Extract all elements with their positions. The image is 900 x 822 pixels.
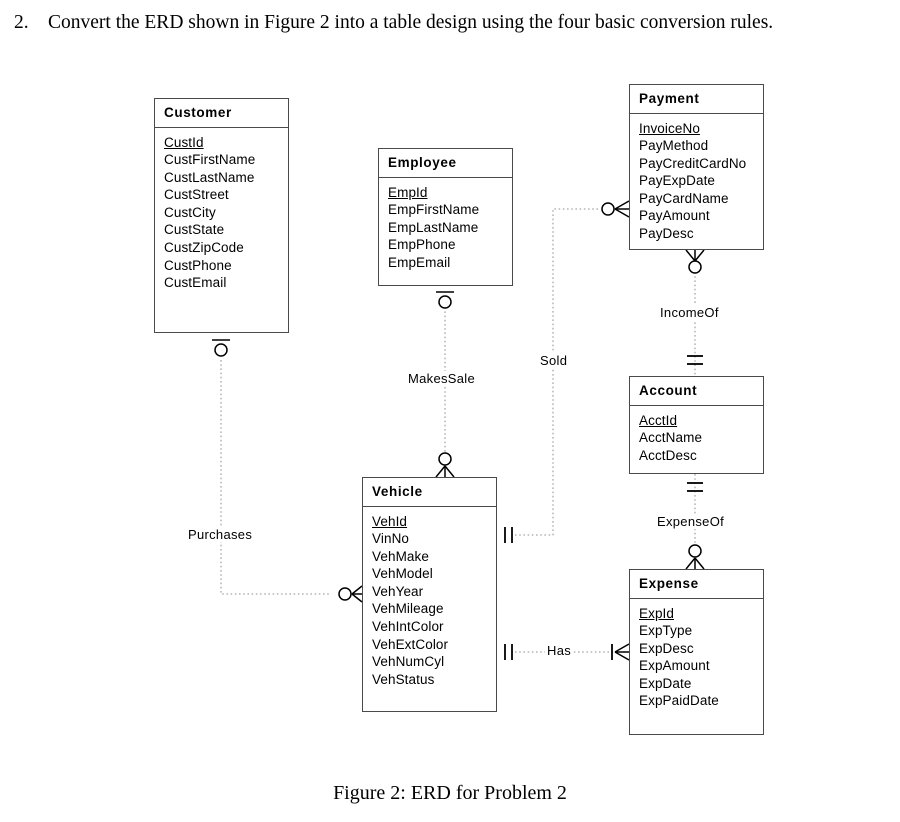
attribute-expense-5: ExpPaidDate [639, 693, 719, 709]
entity-title-expense: Expense [630, 570, 763, 599]
relationship-label-purchases: Purchases [186, 527, 255, 542]
attribute-vehicle-4: VehYear [372, 583, 424, 599]
relationship-label-has: Has [545, 643, 574, 658]
attribute-customer-3: CustStreet [164, 187, 229, 203]
entity-title-vehicle: Vehicle [363, 478, 496, 507]
crows-foot-payment-sold [614, 200, 630, 218]
primary-key-attribute-expense-0: ExpId [639, 605, 675, 621]
figure-caption: Figure 2: ERD for Problem 2 [333, 782, 567, 804]
attribute-payment-2: PayCreditCardNo [639, 155, 747, 171]
attribute-vehicle-1: VinNo [372, 531, 410, 547]
crows-foot-payment-incomeof [685, 249, 705, 262]
attribute-employee-2: EmpLastName [388, 219, 479, 235]
relationship-line-sold [504, 200, 630, 543]
attribute-customer-6: CustZipCode [164, 240, 244, 256]
attribute-payment-4: PayCardName [639, 190, 729, 206]
attribute-vehicle-7: VehExtColor [372, 636, 449, 652]
cardinality-double-bar-account-incomeof [687, 355, 703, 365]
primary-key-attribute-employee-0: EmpId [388, 184, 428, 200]
relationship-label-expenseof: ExpenseOf [655, 514, 727, 529]
attribute-payment-1: PayMethod [639, 138, 709, 154]
attribute-customer-8: CustEmail [164, 275, 227, 291]
primary-key-attribute-customer-0: CustId [164, 134, 204, 150]
crows-foot-expense-expenseof [685, 557, 705, 570]
cardinality-circle-vehicle-purchases [338, 587, 352, 601]
relationship-label-incomeof: IncomeOf [658, 305, 721, 320]
attribute-vehicle-6: VehIntColor [372, 619, 444, 635]
attribute-account-2: AcctDesc [639, 447, 697, 463]
attribute-vehicle-9: VehStatus [372, 671, 435, 687]
entity-title-employee: Employee [379, 149, 512, 178]
attribute-payment-3: PayExpDate [639, 173, 716, 189]
crows-foot-vehicle-purchases [351, 585, 363, 603]
cardinality-circle-employee-makessale [438, 295, 452, 309]
cardinality-double-bar-vehicle-has [504, 644, 513, 660]
cardinality-double-bar-account-expenseof [687, 482, 703, 492]
question-text: Convert the ERD shown in Figure 2 into a… [48, 12, 774, 33]
cardinality-circle-expense-expenseof [688, 544, 702, 558]
attribute-vehicle-5: VehMileage [372, 601, 444, 617]
attribute-employee-1: EmpFirstName [388, 202, 480, 218]
attribute-account-1: AcctName [639, 430, 703, 446]
cardinality-circle-vehicle-makessale [438, 452, 452, 466]
entity-title-payment: Payment [630, 85, 763, 114]
primary-key-attribute-account-0: AcctId [639, 412, 678, 428]
attribute-employee-3: EmpPhone [388, 237, 456, 253]
primary-key-attribute-vehicle-0: VehId [372, 513, 408, 529]
attribute-vehicle-8: VehNumCyl [372, 654, 445, 670]
attribute-vehicle-2: VehMake [372, 548, 429, 564]
primary-key-attribute-payment-0: InvoiceNo [639, 120, 700, 136]
crows-foot-vehicle-makessale [435, 465, 455, 478]
question-number: 2. [14, 12, 29, 33]
attribute-expense-2: ExpDesc [639, 640, 694, 656]
entity-title-customer: Customer [155, 99, 288, 128]
crows-foot-expense-has [614, 643, 630, 661]
relationship-label-sold: Sold [538, 353, 570, 368]
attribute-customer-4: CustCity [164, 204, 216, 220]
attribute-expense-1: ExpType [639, 623, 693, 639]
attribute-employee-4: EmpEmail [388, 254, 451, 270]
attribute-customer-2: CustLastName [164, 169, 255, 185]
attribute-expense-3: ExpAmount [639, 658, 710, 674]
attribute-customer-5: CustState [164, 222, 225, 238]
attribute-customer-7: CustPhone [164, 257, 232, 273]
cardinality-circle-payment-incomeof [688, 260, 702, 274]
attribute-customer-1: CustFirstName [164, 152, 256, 168]
cardinality-circle-customer-purchases [214, 343, 228, 357]
entity-title-account: Account [630, 377, 763, 406]
relationship-line-purchases [212, 339, 363, 603]
question-prompt: 2. Convert the ERD shown in Figure 2 into… [14, 12, 894, 34]
relationship-label-makessale: MakesSale [406, 371, 478, 386]
attribute-vehicle-3: VehModel [372, 566, 433, 582]
attribute-payment-6: PayDesc [639, 226, 694, 242]
attribute-expense-4: ExpDate [639, 675, 692, 691]
cardinality-circle-payment-sold [601, 202, 615, 216]
cardinality-double-bar-vehicle-sold [504, 527, 513, 543]
attribute-payment-5: PayAmount [639, 208, 710, 224]
